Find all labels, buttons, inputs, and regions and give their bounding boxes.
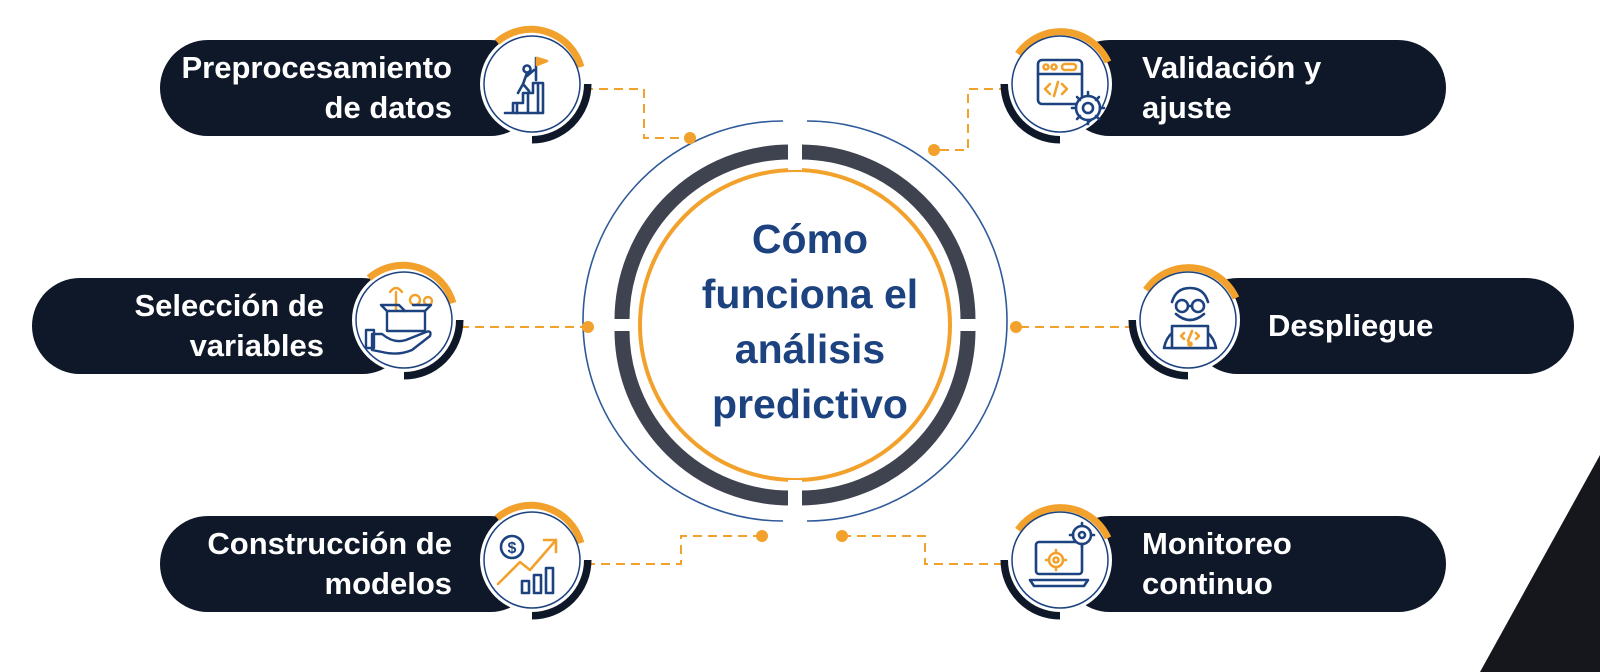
pill-preprocesamiento: [160, 40, 538, 136]
ring-segment-top-right: [799, 144, 976, 321]
center-title-line-3: análisis: [734, 326, 886, 372]
ring-segment-top-left: [614, 144, 791, 321]
center-title-line-1: Cómo: [751, 216, 869, 262]
svg-text:$: $: [508, 540, 517, 557]
step-label-line: Construcción de: [207, 526, 452, 561]
step-label-validacion: Validación y ajuste: [1142, 48, 1321, 128]
badge-seleccion: [352, 261, 464, 380]
pill-monitoreo: [1062, 516, 1446, 612]
badge-construccion: $: [480, 501, 592, 620]
step-label-line: Monitoreo: [1142, 526, 1292, 561]
pill-despliegue: [1190, 278, 1574, 374]
connectors: [460, 88, 1137, 565]
growth-chart-dollar-icon: $: [496, 534, 558, 595]
badge-monitoreo: [1000, 504, 1112, 620]
pill-construccion: [160, 516, 538, 612]
step-label-line: continuo: [1142, 566, 1273, 601]
center-title-line-2: funciona el: [701, 271, 919, 317]
ring-segment-bottom-left: [614, 329, 791, 506]
step-label-line: variables: [189, 328, 324, 363]
step-label-line: de datos: [324, 90, 452, 125]
browser-code-gear-icon: [1036, 58, 1106, 126]
pill-validacion: [1062, 40, 1446, 136]
step-label-line: modelos: [324, 566, 452, 601]
step-label-line: Despliegue: [1268, 308, 1434, 343]
step-label-line: Validación y: [1142, 50, 1322, 85]
hand-box-tools-icon: [364, 286, 434, 355]
badge-despliegue: [1128, 264, 1240, 380]
step-label-construccion: Construcción de modelos: [207, 524, 452, 604]
step-label-line: ajuste: [1142, 90, 1232, 125]
step-label-line: Preprocesamiento: [181, 50, 453, 85]
step-label-seleccion: Selección de variables: [134, 286, 324, 366]
connector-construccion: [586, 535, 762, 565]
step-label-monitoreo: Monitoreo continuo: [1142, 524, 1292, 604]
ring-segment-bottom-right: [799, 329, 976, 506]
laptop-gears-icon: [1028, 521, 1096, 588]
center-circle: [582, 120, 1008, 522]
connector-dots: [582, 132, 1022, 542]
developer-laptop-icon: [1162, 286, 1218, 350]
step-label-preprocesamiento: Preprocesamiento de datos: [182, 48, 453, 128]
connector-monitoreo: [842, 535, 1018, 565]
connector-preprocesamiento: [584, 88, 686, 139]
corner-decoration: [1480, 455, 1600, 672]
pill-seleccion: [32, 278, 410, 374]
center-title-line-4: predictivo: [712, 381, 908, 427]
badge-validacion: [1000, 28, 1112, 144]
climbing-stairs-flag-icon: [503, 56, 549, 115]
step-label-despliegue: Despliegue: [1268, 306, 1433, 346]
step-label-line: Selección de: [134, 288, 324, 323]
center-title: Cómo funciona el análisis predictivo: [640, 212, 980, 432]
badge-preprocesamiento: [480, 25, 592, 144]
connector-validacion: [934, 88, 1008, 151]
